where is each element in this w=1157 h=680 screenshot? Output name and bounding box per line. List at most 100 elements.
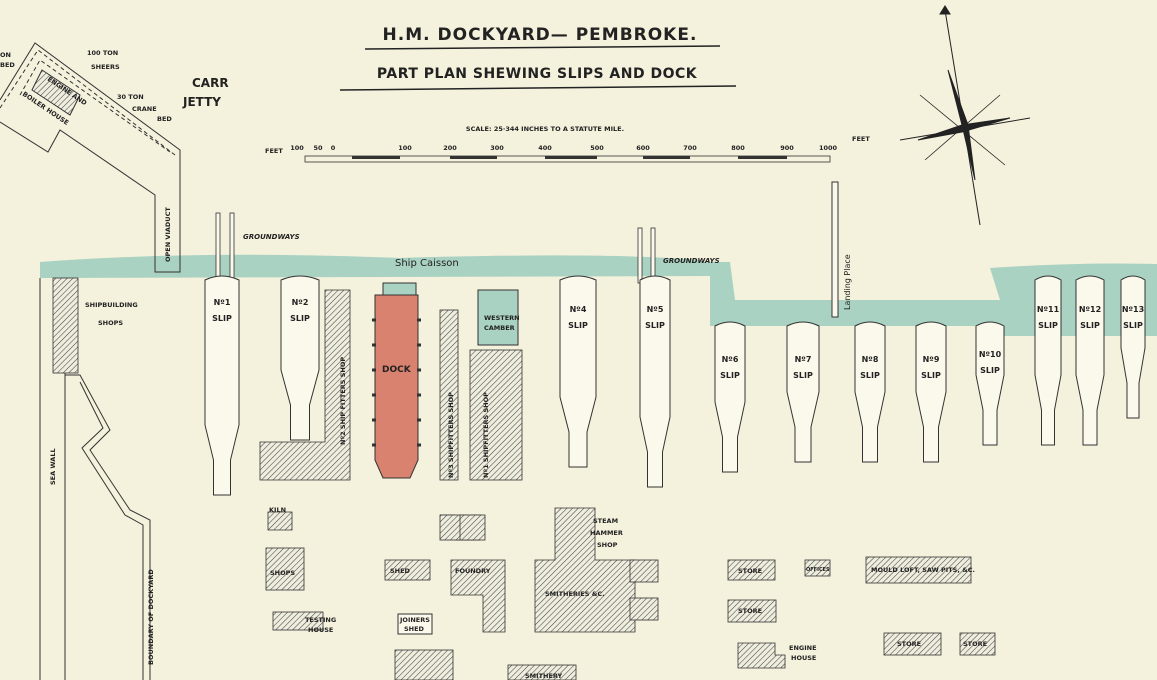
sea-wall (39, 278, 151, 680)
scale-text: SCALE: 25·344 INCHES TO A STATUTE MILE. (466, 125, 624, 133)
label-store-1: STORE (738, 567, 762, 575)
scale-segment (545, 156, 597, 159)
slip-number: Nº11 (1037, 305, 1060, 314)
label-boundary: BOUNDARY OF DOCKYARD (147, 569, 155, 665)
scale-unit-left: FEET (265, 147, 283, 155)
label-foundry: FOUNDRY (455, 567, 491, 575)
label-hammer: HAMMER (590, 529, 623, 537)
dry-dock: DOCK (372, 282, 421, 479)
label-store-2: STORE (738, 607, 762, 615)
label-offices: OFFICES (806, 567, 830, 573)
label-shops: SHOPS (270, 569, 295, 577)
label-carr: CARR (192, 76, 229, 90)
label-joiners-2: SHED (404, 625, 425, 633)
slip-label: SLIP (921, 371, 941, 380)
scale-segment (643, 156, 690, 159)
slip-label: SLIP (860, 371, 880, 380)
slip-number: Nº1 (214, 298, 231, 307)
slip-number: Nº8 (862, 355, 879, 364)
label-shipbuilding: SHIPBUILDING (85, 301, 138, 309)
scale-segment (450, 156, 497, 159)
label-crane-2: CRANE (132, 105, 157, 113)
label-testing: TESTING (305, 616, 336, 624)
slip-label: SLIP (1038, 321, 1058, 330)
scale-unit-right: FEET (852, 135, 870, 143)
slip-number: Nº12 (1079, 305, 1101, 314)
label-crane: 30 TON (117, 93, 144, 101)
map-title: H.M. DOCKYARD— PEMBROKE. (383, 25, 698, 45)
label-dock: DOCK (382, 365, 412, 375)
carr-jetty (0, 42, 181, 273)
no1-shipfitters-shop (469, 349, 523, 481)
scale-segment (352, 156, 400, 159)
label-kiln: KILN (269, 506, 286, 514)
label-shipbuilding-2: SHOPS (98, 319, 123, 327)
label-ton-bed-2: BED (0, 61, 15, 69)
scale-tick-label: 50 (313, 144, 323, 152)
label-engine-house-2: HOUSE (791, 654, 816, 662)
label-shop: SHOP (597, 541, 618, 549)
label-engine-house: ENGINE (789, 644, 817, 652)
slip-label: SLIP (568, 321, 588, 330)
label-fitters-2: Nº2 SHIP FITTERS SHOP (339, 357, 347, 445)
slip-label: SLIP (212, 314, 232, 323)
slip-label: SLIP (1123, 321, 1143, 330)
no3-shipfitters-shop (439, 309, 459, 481)
label-shed: SHED (390, 567, 411, 575)
label-sheers-2: SHEERS (91, 63, 120, 71)
buildings (265, 507, 996, 680)
scale-tick-label: 100 (398, 144, 412, 152)
scale-tick-label: 0 (331, 144, 336, 152)
slip-number: Nº9 (923, 355, 940, 364)
label-jetty: JETTY (182, 95, 221, 109)
scale-bar: SCALE: 25·344 INCHES TO A STATUTE MILE. … (265, 125, 870, 163)
slip-label: SLIP (980, 366, 1000, 375)
label-steam: STEAM (593, 517, 618, 525)
scale-tick-label: 1000 (819, 144, 838, 152)
scale-tick-label: 100 (290, 144, 304, 152)
scale-tick-label: 900 (780, 144, 794, 152)
scale-tick-label: 200 (443, 144, 457, 152)
scale-tick-label: 700 (683, 144, 697, 152)
scale-tick-label: 600 (636, 144, 650, 152)
label-mould-loft: MOULD LOFT, SAW PITS, &C. (871, 566, 975, 574)
scale-tick-label: 800 (731, 144, 745, 152)
water-haven (40, 254, 1157, 336)
label-ton-bed: ON (0, 51, 11, 59)
scale-tick-label: 300 (490, 144, 504, 152)
label-open-viaduct: OPEN VIADUCT (164, 207, 172, 262)
shipbuilding-shops (52, 277, 79, 374)
no2-ship-fitters-shop (259, 289, 351, 481)
slip-number: Nº7 (795, 355, 812, 364)
label-smithery: SMITHERY (525, 672, 563, 680)
scale-tick-label: 500 (590, 144, 604, 152)
label-fitters-3: Nº3 SHIPFITTERS SHOP (447, 392, 455, 478)
slip-number: Nº10 (979, 350, 1002, 359)
label-testing-2: HOUSE (308, 626, 333, 634)
slip-number: Nº2 (292, 298, 309, 307)
compass-rose-icon (899, 5, 1031, 226)
label-groundways-2: GROUNDWAYS (663, 257, 720, 265)
scale-segment (738, 156, 787, 159)
map-subtitle: PART PLAN SHEWING SLIPS AND DOCK (377, 66, 698, 82)
label-sheers: 100 TON (87, 49, 118, 57)
slip-label: SLIP (720, 371, 740, 380)
label-camber: CAMBER (484, 324, 515, 332)
slip-number: Nº13 (1122, 305, 1144, 314)
slip-label: SLIP (290, 314, 310, 323)
label-western: WESTERN (484, 314, 520, 322)
landing-place (831, 181, 839, 318)
title-underline (364, 45, 721, 50)
label-smitheries: SMITHERIES &C. (545, 590, 605, 598)
slip-number: Nº6 (722, 355, 739, 364)
label-groundways-1: GROUNDWAYS (243, 233, 300, 241)
